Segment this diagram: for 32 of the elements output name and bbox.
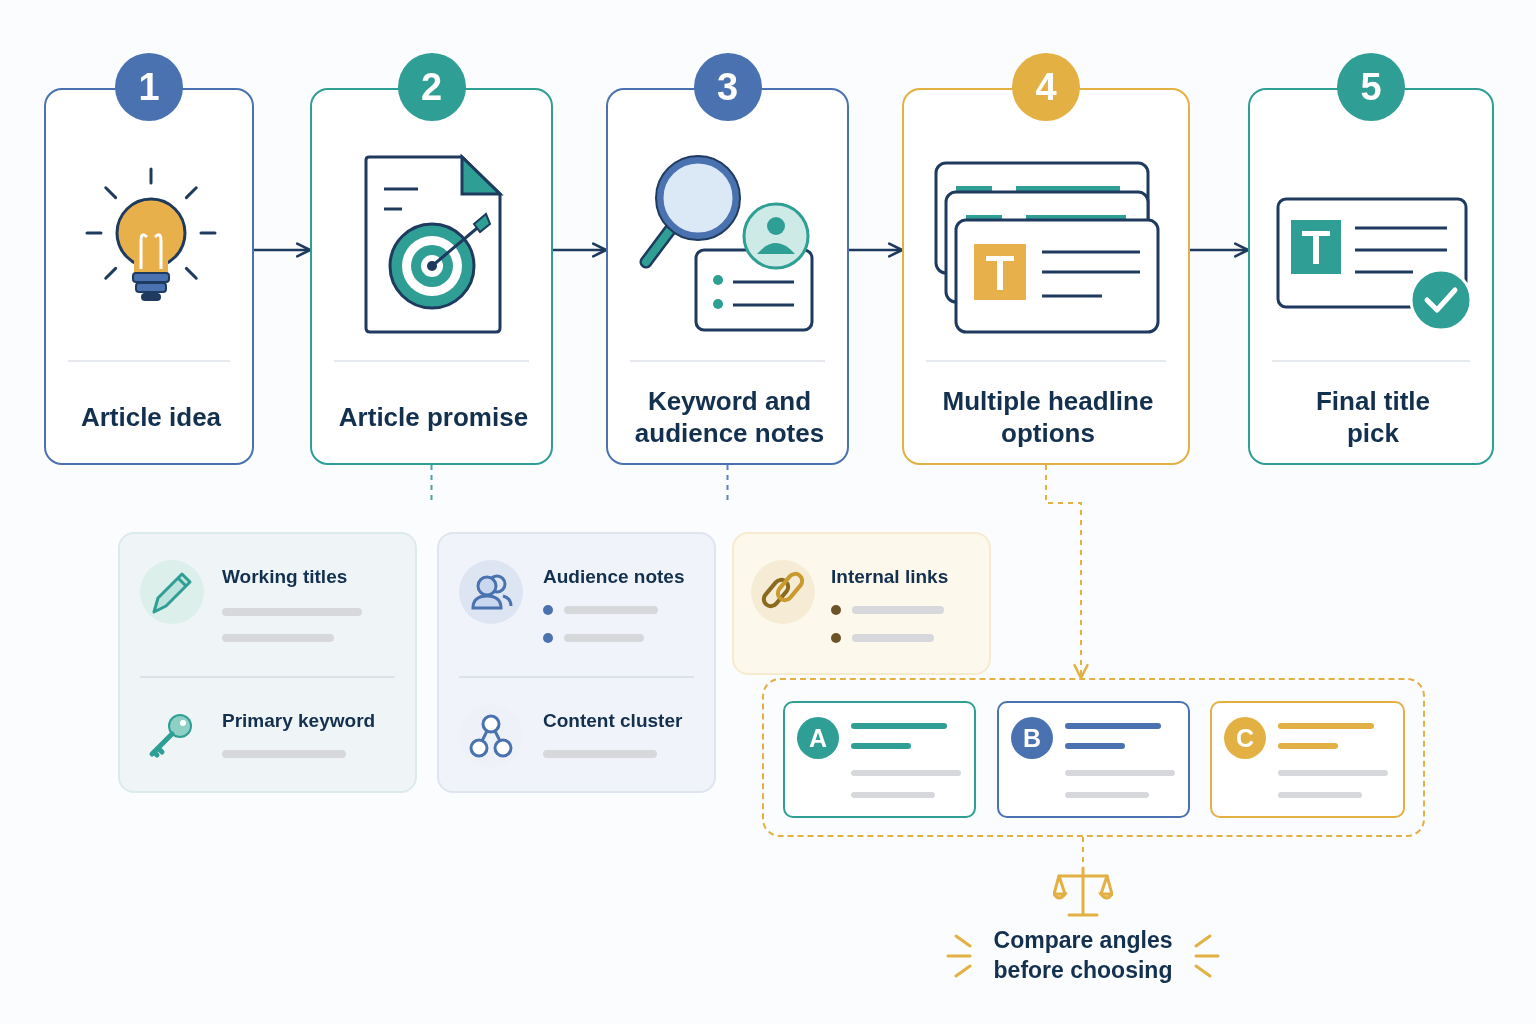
headline-option-card — [1210, 701, 1405, 818]
section-heading: Content cluster — [543, 710, 683, 732]
step-title: Article promise — [337, 400, 530, 434]
step-title: Multiple headline options — [941, 384, 1155, 450]
section-heading: Working titles — [222, 566, 348, 588]
options-group — [762, 678, 1425, 837]
info-panel — [118, 532, 417, 793]
arrow — [254, 242, 312, 258]
step-number-badge: 5 — [1337, 53, 1405, 121]
step-number-badge: 3 — [693, 53, 762, 121]
option-letter-badge: B — [1011, 717, 1053, 759]
dotted-connector — [1082, 836, 1084, 863]
step-number-badge: 4 — [1012, 53, 1080, 121]
headline-option-card — [997, 701, 1190, 818]
arrow — [1045, 464, 1089, 680]
option-letter-badge: C — [1224, 717, 1266, 759]
step-title: Final title pick — [1314, 384, 1432, 450]
section-heading: Primary keyword — [222, 710, 376, 732]
section-heading: Internal links — [831, 566, 949, 588]
section-heading: Audience notes — [543, 566, 685, 588]
arrow — [849, 242, 904, 258]
step-number-badge: 1 — [115, 53, 183, 121]
note-text: Compare angles before choosing — [992, 926, 1174, 985]
step-title: Keyword and audience notes — [633, 384, 826, 450]
arrow — [1190, 242, 1250, 258]
info-panel — [437, 532, 716, 793]
step-title: Article idea — [79, 400, 223, 434]
arrow — [553, 242, 608, 258]
headline-option-card — [783, 701, 976, 818]
info-panel — [732, 532, 991, 675]
option-letter-badge: A — [797, 717, 839, 759]
step-number-badge: 2 — [397, 53, 466, 121]
